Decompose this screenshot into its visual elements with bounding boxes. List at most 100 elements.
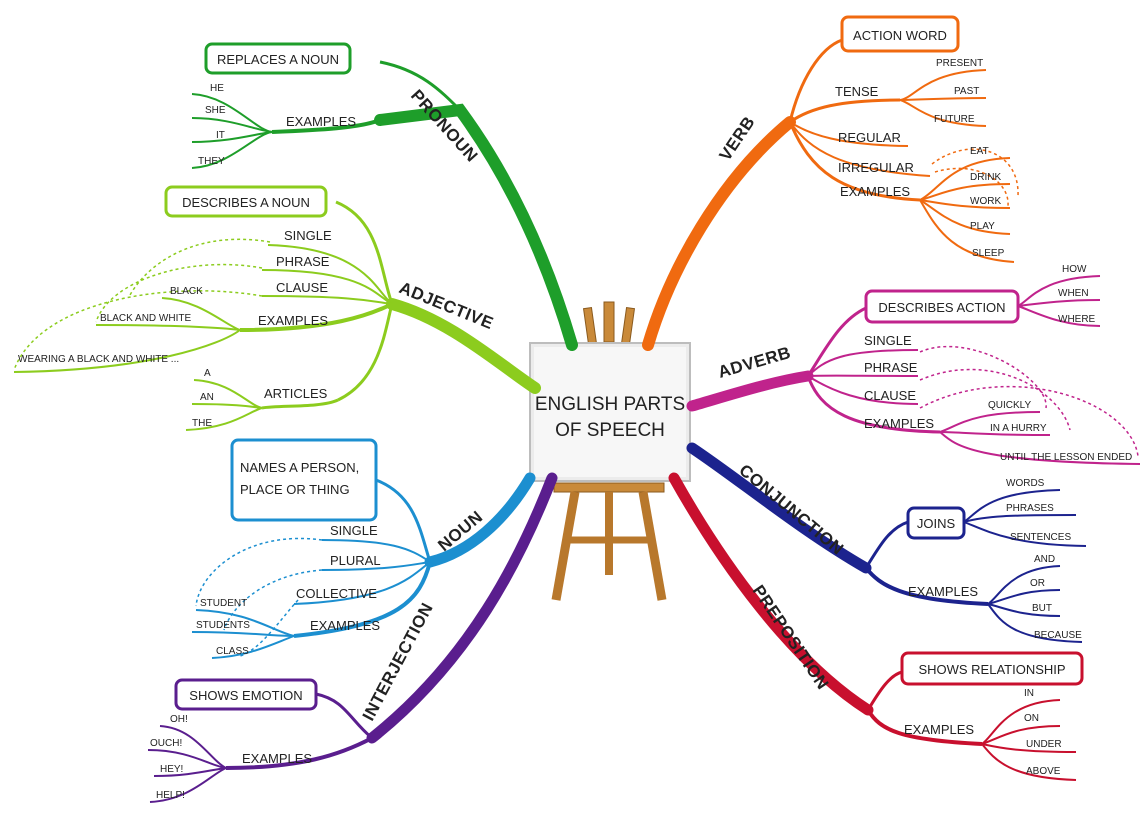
noun-main-branch [424,472,536,568]
easel-graphic [529,301,691,601]
verb-definition-box [840,15,960,53]
noun-examples-label: EXAMPLES [310,618,380,633]
conjunction-join-3: SENTENCES [1010,532,1071,543]
interjection-example-2: OUCH! [150,738,182,749]
verb-main-branch [642,116,796,351]
conjunction-example-1: AND [1034,554,1055,565]
verb-tense-3: FUTURE [934,114,975,125]
preposition-example-1: IN [1024,688,1034,699]
interjection-definition: SHOWS EMOTION [189,688,302,703]
noun-form-2: PLURAL [330,553,381,568]
verb-branch [642,15,1019,351]
adjective-article-2: AN [200,392,214,403]
conjunction-join-2: PHRASES [1006,503,1054,514]
adverb-example-2: IN A HURRY [990,423,1047,434]
pronoun-branch [191,42,578,351]
interjection-examples-label: EXAMPLES [242,751,312,766]
preposition-definition: SHOWS RELATIONSHIP [918,662,1065,677]
noun-form-1: SINGLE [330,523,378,538]
preposition-title: PREPOSITION [749,582,833,694]
interjection-definition-box [174,678,318,711]
conjunction-examples-label: EXAMPLES [908,584,978,599]
adjective-main-branch [386,298,541,394]
adjective-definition-box [164,185,328,218]
preposition-definition-box [900,651,1084,686]
verb-example-1: EAT [970,146,989,157]
conjunction-main-branch [686,442,872,574]
verb-example-2: DRINK [970,172,1001,183]
pronoun-example-3: IT [216,130,225,141]
adjective-definition: DESCRIBES A NOUN [182,195,310,210]
pronoun-examples-label: EXAMPLES [286,114,356,129]
pronoun-example-1: HE [210,83,224,94]
adjective-form-1: SINGLE [284,228,332,243]
conjunction-example-4: BECAUSE [1034,630,1082,641]
adverb-examples-label: EXAMPLES [864,416,934,431]
preposition-example-2: ON [1024,713,1039,724]
center-title-line1: ENGLISH PARTS [535,394,685,415]
verb-tense-label: TENSE [835,84,879,99]
interjection-main-branch [366,472,558,744]
adjective-branch [13,185,541,431]
adjective-article-3: THE [192,418,212,429]
pronoun-definition: REPLACES A NOUN [217,52,339,67]
conjunction-branch [686,442,1087,643]
adverb-main-branch [686,370,814,412]
adverb-example-3: UNTIL THE LESSON ENDED [1000,452,1132,463]
interjection-example-3: HEY! [160,764,183,775]
adjective-example-1: BLACK [170,286,203,297]
adjective-form-3: CLAUSE [276,280,328,295]
adverb-example-1: QUICKLY [988,400,1031,411]
adverb-form-1: SINGLE [864,333,912,348]
adjective-examples-label: EXAMPLES [258,313,328,328]
pronoun-example-2: SHE [205,105,226,116]
noun-example-3: CLASS [216,646,249,657]
noun-branch [191,438,536,659]
noun-definition-line1: NAMES A PERSON, [240,460,359,475]
interjection-branch [147,472,558,803]
adjective-articles-label: ARTICLES [264,386,328,401]
conjunction-example-3: BUT [1032,603,1052,614]
adverb-question-1: HOW [1062,264,1087,275]
verb-tense-1: PRESENT [936,58,983,69]
interjection-example-1: OH! [170,714,188,725]
adverb-branch [686,275,1141,465]
pronoun-example-4: THEY [198,156,225,167]
adverb-form-3: CLAUSE [864,388,916,403]
verb-tense-2: PAST [954,86,979,97]
verb-regular: REGULAR [838,130,901,145]
verb-definition: ACTION WORD [853,28,947,43]
conjunction-join-1: WORDS [1006,478,1045,489]
preposition-example-3: UNDER [1026,739,1062,750]
noun-example-2: STUDENTS [196,620,250,631]
conjunction-example-2: OR [1030,578,1045,589]
adjective-example-3: WEARING A BLACK AND WHITE ... [18,354,179,365]
preposition-example-4: ABOVE [1026,766,1061,777]
adverb-question-2: WHEN [1058,288,1089,299]
center-title-line2: OF SPEECH [555,420,665,441]
adverb-definition: DESCRIBES ACTION [878,300,1005,315]
adverb-question-3: WHERE [1058,314,1096,325]
verb-example-3: WORK [970,196,1001,207]
noun-definition-line2: PLACE OR THING [240,482,350,497]
adjective-article-1: A [204,368,211,379]
conjunction-definition: JOINS [917,516,956,531]
pronoun-definition-box [204,42,352,75]
preposition-main-branch [668,472,874,716]
adjective-form-2: PHRASE [276,254,330,269]
interjection-example-4: HELP! [156,790,185,801]
verb-examples-label: EXAMPLES [840,184,910,199]
noun-example-1: STUDENT [200,598,247,609]
adjective-example-2: BLACK AND WHITE [100,313,191,324]
verb-example-4: PLAY [970,221,995,232]
verb-irregular: IRREGULAR [838,160,914,175]
pronoun-main-branch [374,103,578,351]
noun-definition-box [230,438,378,522]
preposition-branch [668,472,1084,781]
verb-example-5: SLEEP [972,248,1005,259]
conjunction-title: CONJUNCTION [735,461,847,559]
noun-form-3: COLLECTIVE [296,586,377,601]
adverb-form-2: PHRASE [864,360,918,375]
